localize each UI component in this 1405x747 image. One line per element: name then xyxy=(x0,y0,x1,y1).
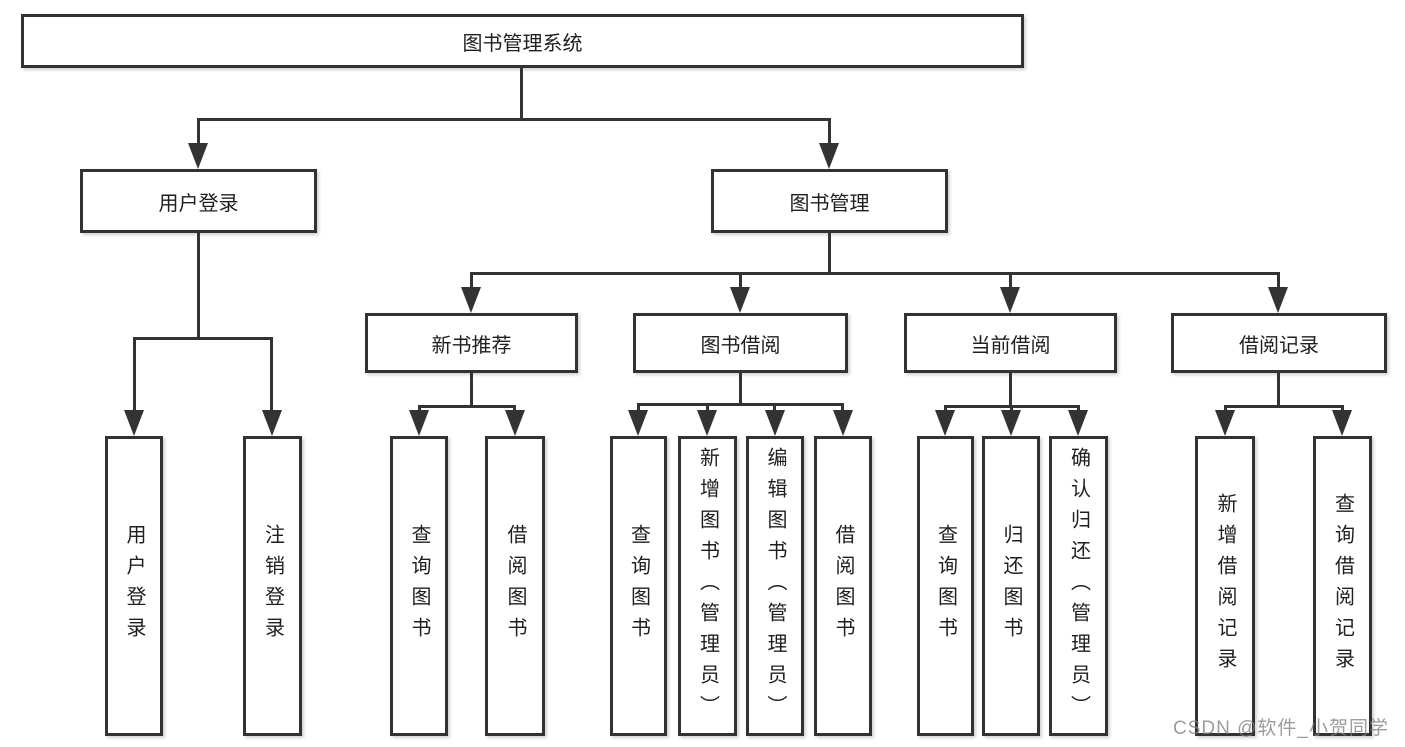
node-label: 图书管理 xyxy=(789,192,870,215)
leaf-label: 用户登录 xyxy=(123,524,145,648)
leaf-confirm-return-admin: 确认归还（管理员） xyxy=(1049,436,1108,736)
leaf-logout: 注销登录 xyxy=(243,436,302,736)
leaf-label: 查询借阅记录 xyxy=(1331,493,1354,679)
leaf-label: 注销登录 xyxy=(261,524,284,648)
arrowhead-down-icon xyxy=(124,410,144,436)
connector-line xyxy=(1010,405,1013,414)
arrowhead-down-icon xyxy=(409,410,429,436)
arrowhead-down-icon xyxy=(188,143,208,169)
arrowhead-down-icon xyxy=(628,410,648,436)
node-book-borrowing: 图书借阅 xyxy=(633,313,848,373)
connector-line xyxy=(418,405,421,414)
connector-line xyxy=(1077,405,1080,414)
leaf-query-books-current: 查询图书 xyxy=(917,436,974,736)
leaf-add-books-admin: 新增图书（管理员） xyxy=(678,436,737,736)
connector-line xyxy=(133,337,273,340)
node-label: 新书推荐 xyxy=(431,334,512,357)
connector-line xyxy=(739,373,742,403)
connector-line xyxy=(133,337,136,413)
connector-line xyxy=(1009,373,1012,405)
leaf-label: 查询图书 xyxy=(627,524,650,648)
leaf-label: 查询图书 xyxy=(934,524,957,648)
leaf-label: 新增图书（管理员） xyxy=(696,446,719,726)
node-book-management: 图书管理 xyxy=(711,169,948,233)
connector-line xyxy=(1009,272,1012,289)
leaf-label: 归还图书 xyxy=(1000,524,1022,648)
arrowhead-down-icon xyxy=(819,143,839,169)
node-label: 用户登录 xyxy=(158,192,239,215)
arrowhead-down-icon xyxy=(935,410,955,436)
connector-line xyxy=(637,403,640,414)
connector-line xyxy=(1277,272,1280,289)
leaf-borrow-books-borrowing: 借阅图书 xyxy=(814,436,872,736)
leaf-user-login: 用户登录 xyxy=(105,436,163,736)
leaf-add-borrow-record: 新增借阅记录 xyxy=(1195,436,1255,736)
connector-line xyxy=(270,337,273,413)
arrowhead-down-icon xyxy=(262,410,282,436)
leaf-query-books-recommend: 查询图书 xyxy=(390,436,448,736)
node-current-borrowing: 当前借阅 xyxy=(904,313,1117,373)
leaf-edit-books-admin: 编辑图书（管理员） xyxy=(746,436,804,736)
node-borrowing-records: 借阅记录 xyxy=(1171,313,1387,373)
arrowhead-down-icon xyxy=(1268,287,1288,313)
node-label: 图书管理系统 xyxy=(462,32,583,55)
leaf-query-borrow-record: 查询借阅记录 xyxy=(1313,436,1372,736)
leaf-label: 新增借阅记录 xyxy=(1214,493,1236,679)
connector-line xyxy=(828,118,831,146)
connector-line xyxy=(418,405,516,408)
leaf-label: 借阅图书 xyxy=(504,524,526,648)
leaf-query-books-borrowing: 查询图书 xyxy=(610,436,667,736)
arrowhead-down-icon xyxy=(697,410,717,436)
connector-line xyxy=(197,118,830,121)
node-label: 借阅记录 xyxy=(1239,334,1319,357)
arrowhead-down-icon xyxy=(1068,410,1088,436)
connector-line xyxy=(470,272,1280,275)
connector-line xyxy=(1341,405,1344,414)
arrowhead-down-icon xyxy=(765,410,785,436)
connector-line xyxy=(773,403,776,414)
connector-line xyxy=(706,403,709,414)
connector-line xyxy=(197,118,200,146)
leaf-label: 编辑图书（管理员） xyxy=(764,446,786,726)
node-label: 当前借阅 xyxy=(970,334,1051,357)
leaf-borrow-books-recommend: 借阅图书 xyxy=(485,436,545,736)
connector-line xyxy=(513,405,516,414)
connector-line xyxy=(841,403,844,414)
connector-line xyxy=(520,68,523,118)
connector-line xyxy=(944,405,947,414)
arrowhead-down-icon xyxy=(1000,287,1020,313)
arrowhead-down-icon xyxy=(730,287,750,313)
arrowhead-down-icon xyxy=(1001,410,1021,436)
connector-line xyxy=(1277,373,1280,405)
connector-line xyxy=(197,233,200,337)
arrowhead-down-icon xyxy=(833,410,853,436)
leaf-label: 借阅图书 xyxy=(832,524,854,648)
node-user-login: 用户登录 xyxy=(80,169,317,233)
arrowhead-down-icon xyxy=(461,287,481,313)
connector-line xyxy=(470,373,473,405)
csdn-watermark: CSDN @软件_小贺同学 xyxy=(1173,718,1389,739)
arrowhead-down-icon xyxy=(505,410,525,436)
node-label: 图书借阅 xyxy=(700,334,781,357)
connector-line xyxy=(1224,405,1343,408)
arrowhead-down-icon xyxy=(1215,410,1235,436)
arrowhead-down-icon xyxy=(1332,410,1352,436)
connector-line xyxy=(637,403,844,406)
connector-line xyxy=(1224,405,1227,414)
node-new-book-recommendation: 新书推荐 xyxy=(365,313,578,373)
connector-line xyxy=(470,272,473,289)
leaf-return-books: 归还图书 xyxy=(982,436,1040,736)
leaf-label: 确认归还（管理员） xyxy=(1067,446,1090,726)
connector-line xyxy=(828,233,831,272)
node-library-management-system: 图书管理系统 xyxy=(21,14,1024,68)
leaf-label: 查询图书 xyxy=(408,524,430,648)
connector-line xyxy=(739,272,742,289)
